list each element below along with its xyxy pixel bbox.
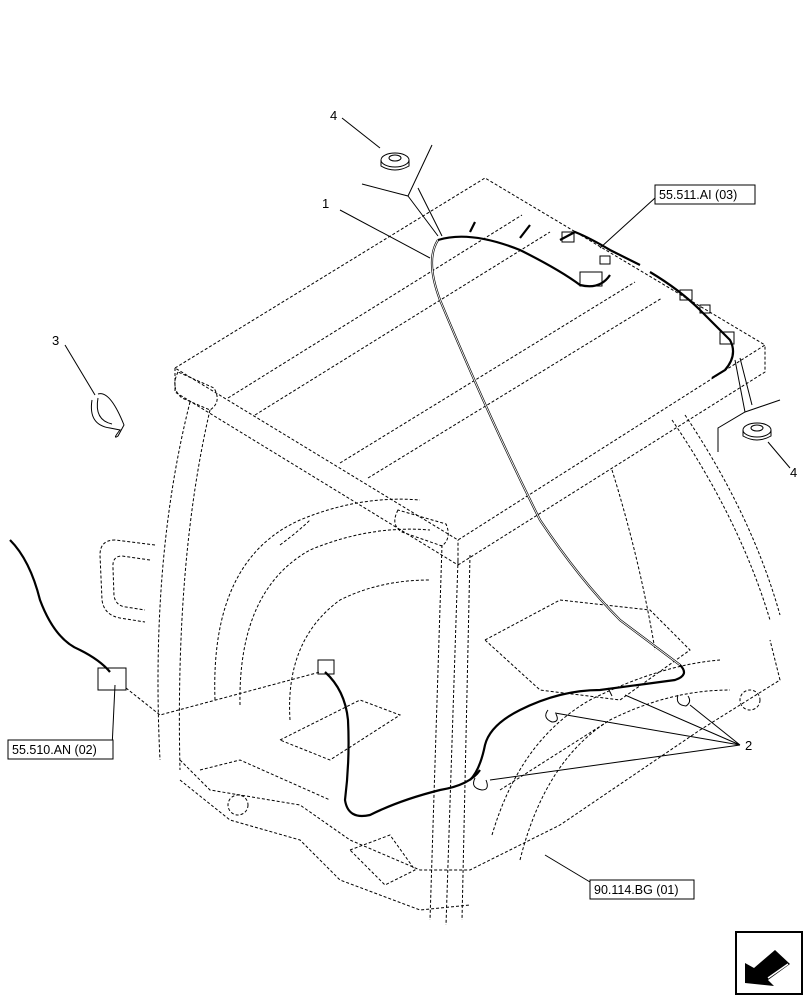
grommet-right-leader [734,357,753,413]
leader-2 [489,694,741,781]
ref-roof-harness[interactable]: 55.511.AI (03) [654,184,756,205]
clip-1 [545,709,558,723]
leader-3 [64,344,96,396]
pillar-front [429,544,471,926]
harness-roof [437,221,735,379]
callout-1: 1 [322,196,329,211]
roof-connector-4 [679,289,693,301]
roof-side-edge [457,345,766,566]
wiring-harness [9,221,735,818]
floor-panel [484,599,691,701]
floor-hatch [278,699,402,761]
pillar-left-rear [157,401,211,771]
fender-rib [499,719,611,791]
ref-lower-harness-label: 55.510.AN (02) [12,743,97,757]
clip-3 [607,687,613,697]
grommet-right [717,357,781,452]
roof-rib-1 [227,214,523,399]
fender-bracket [279,519,311,546]
roof-light-front [394,509,449,547]
loose-connector-dash [125,671,321,716]
leader-4-right [767,441,791,469]
callout-2: 2 [745,738,752,753]
roof-connector-2 [561,231,575,243]
cab-floor [179,639,781,911]
grommet-right-guide [717,399,781,452]
clip-2 [473,777,488,791]
roof-rib-4 [367,297,663,479]
right-fender [491,659,731,861]
roof-front-edge [174,368,459,566]
roof-connector-1 [579,271,603,287]
callout-leaders [64,117,791,889]
floor-hole-left [227,794,249,816]
floor-step [349,834,416,886]
leader-ref-roof [599,197,656,249]
loose-connector [97,667,127,691]
handle-left [99,539,156,623]
floor-hole-right [739,689,761,711]
leader-4-top [341,117,381,149]
harness-loose [9,539,111,673]
roof-connector-5 [719,331,735,345]
ref-fender[interactable]: 90.114.BG (01) [589,879,695,900]
roof-light-left [174,371,218,411]
grommet-top [361,144,443,237]
cable-tie [90,393,125,438]
harness-main [430,239,686,781]
pillar-right [671,414,781,621]
roof-top [174,177,766,541]
floor-plate [199,759,331,801]
roof-connector-6 [699,304,711,314]
ref-roof-harness-label: 55.511.AI (03) [659,188,737,202]
rear-fender [214,498,431,721]
leader-1 [339,209,431,259]
leader-ref-lower [111,684,116,749]
roof-rib-2 [254,231,551,416]
grommet-top-leader [407,187,443,237]
callout-3: 3 [52,333,59,348]
cab-frame [99,177,781,926]
pillar-right-inner [611,469,656,651]
callout-4-right: 4 [790,465,797,480]
arrow-navigation-icon[interactable] [735,931,803,995]
harness-floor [324,671,481,818]
roof-connector-3 [599,255,611,265]
callout-4-top: 4 [330,108,337,123]
ref-lower-harness[interactable]: 55.510.AN (02) [7,739,114,760]
clip-4 [676,694,691,707]
floor-connector [317,659,335,675]
ref-fender-label: 90.114.BG (01) [594,883,679,897]
roof-rib-3 [339,281,636,464]
